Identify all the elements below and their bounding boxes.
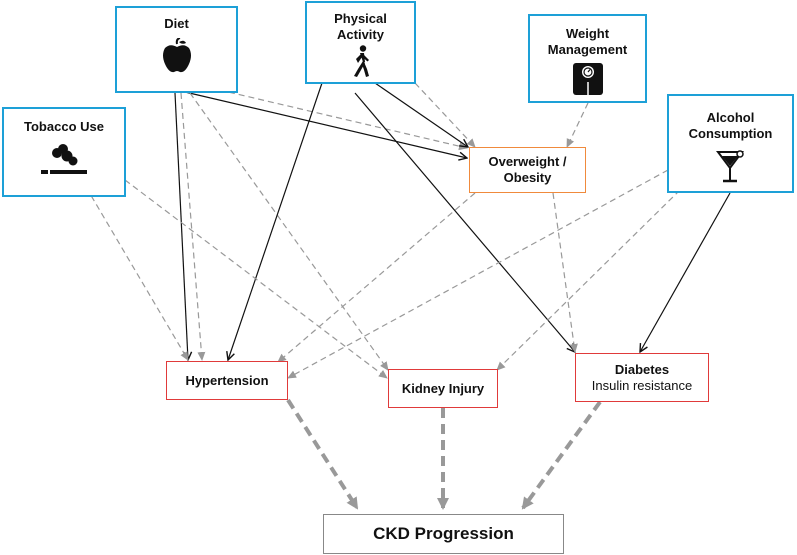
node-kidney-injury: Kidney Injury xyxy=(388,369,498,408)
node-diabetes-label: Diabetes xyxy=(614,361,670,377)
node-diet: Diet xyxy=(115,6,238,93)
cigarette-icon xyxy=(39,143,89,184)
node-weight-management-label: Weight Management xyxy=(547,26,628,57)
edge-diet-hypertension-solid xyxy=(174,92,188,360)
node-physical-activity-label: Physical Activity xyxy=(334,11,387,42)
node-ckd-progression-label: CKD Progression xyxy=(373,524,514,543)
edge-physical-activity-obesity-dashed xyxy=(414,82,476,148)
edge-tobacco-kidney-injury-dashed xyxy=(124,179,388,379)
node-ckd-progression: CKD Progression xyxy=(323,514,564,554)
cocktail-glass-icon xyxy=(715,150,746,189)
edge-weight-management-obesity-dashed xyxy=(566,102,589,148)
edge-physical-activity-diabetes-solid xyxy=(354,92,575,352)
node-tobacco-use: Tobacco Use xyxy=(2,107,126,197)
edge-diet-kidney-injury-dashed xyxy=(189,92,389,371)
node-weight-management: Weight Management xyxy=(528,14,647,103)
edge-obesity-hypertension-dashed xyxy=(277,192,476,363)
edge-diet-obesity-dashed xyxy=(189,82,468,151)
node-hypertension: Hypertension xyxy=(166,361,288,400)
node-diabetes-sublabel: Insulin resistance xyxy=(591,377,693,393)
node-overweight-obesity-label: Overweight / Obesity xyxy=(488,154,567,185)
node-diet-label: Diet xyxy=(164,16,189,31)
node-physical-activity: Physical Activity xyxy=(305,1,416,84)
apple-icon xyxy=(162,37,192,79)
node-alcohol-consumption: Alcohol Consumption xyxy=(667,94,794,193)
edge-physical-activity-obesity-solid xyxy=(374,82,468,147)
node-diabetes: Diabetes Insulin resistance xyxy=(575,353,709,402)
walking-person-icon xyxy=(350,45,372,82)
node-alcohol-consumption-label: Alcohol Consumption xyxy=(688,110,773,141)
edge-diet-obesity-solid xyxy=(184,91,467,158)
node-overweight-obesity: Overweight / Obesity xyxy=(469,147,586,193)
edge-alcohol-kidney-injury-dashed xyxy=(496,189,681,371)
edge-alcohol-diabetes-solid xyxy=(640,192,731,352)
edge-physical-activity-hypertension-solid xyxy=(228,82,323,360)
edge-hypertension-ckd-thick xyxy=(286,398,359,510)
node-tobacco-use-label: Tobacco Use xyxy=(24,119,104,134)
node-kidney-injury-label: Kidney Injury xyxy=(401,380,485,396)
edge-diet-hypertension-dashed xyxy=(180,92,206,361)
node-hypertension-label: Hypertension xyxy=(185,372,269,388)
edge-tobacco-hypertension-dashed xyxy=(75,169,189,361)
edge-obesity-diabetes-dashed xyxy=(552,192,578,353)
scale-icon xyxy=(572,62,604,101)
edge-alcohol-hypertension-dashed xyxy=(287,169,669,379)
edge-diabetes-ckd-thick xyxy=(521,400,602,510)
